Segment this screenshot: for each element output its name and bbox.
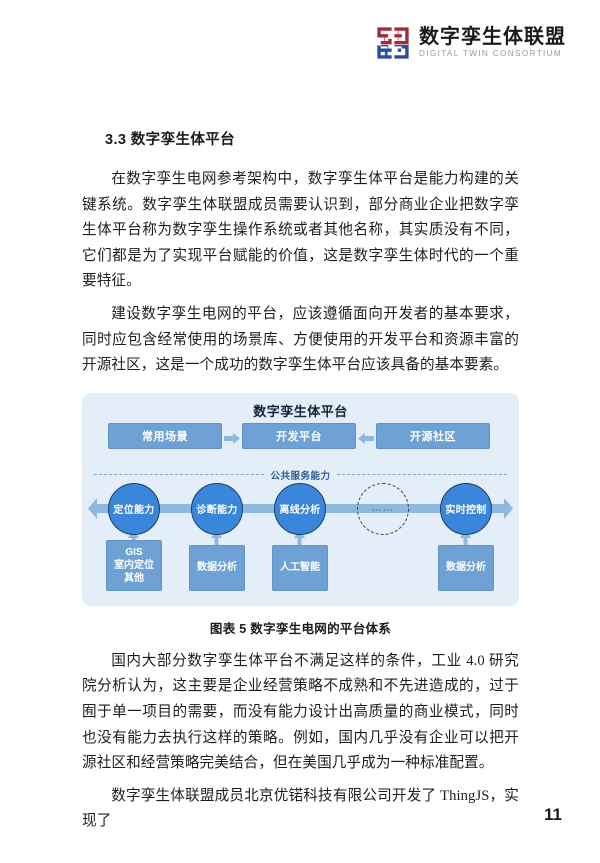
diagram-box-dev-platform[interactable]: 开发平台	[242, 422, 356, 449]
body-paragraph: 建设数字孪生电网的平台，应该遵循面向开发者的基本要求，同时应包含经常使用的场景库…	[82, 305, 519, 374]
diagram-circle-realtime-control[interactable]: 实时控制	[440, 482, 492, 535]
page-number: 11	[544, 805, 562, 824]
page-title: 3.3 数字孪生体平台	[105, 132, 236, 148]
arrow-right-icon	[224, 431, 240, 444]
brand-lockup: 数字孪生体联盟 DIGITAL TWIN CONSORTIUM	[419, 27, 566, 58]
body-paragraph: 在数字孪生电网参考架构中，数字孪生体平台是能力构建的关键系统。数字孪生体联盟成员…	[82, 171, 519, 290]
platform-architecture-diagram: 数字孪生体平台 常用场景 开发平台 开源社区 公共服务能力	[82, 392, 519, 606]
brand-name-cn: 数字孪生体联盟	[419, 26, 566, 49]
diagram-divider: 公共服务能力	[94, 468, 507, 482]
brand-name-en: DIGITAL TWIN CONSORTIUM	[419, 49, 563, 59]
document-header: 数字孪生体联盟 DIGITAL TWIN CONSORTIUM	[376, 26, 566, 60]
arrow-left-icon	[88, 497, 106, 519]
arrow-up-icon	[294, 528, 305, 553]
arrow-up-icon	[460, 528, 471, 553]
document-content: 3.3 数字孪生体平台 在数字孪生电网参考架构中，数字孪生体平台是能力构建的关键…	[82, 128, 519, 842]
diagram-circle-diagnostics[interactable]: 诊断能力	[191, 482, 243, 535]
diagram-box-data-analysis-2[interactable]: 数据分析	[438, 544, 494, 591]
arrow-right-icon	[495, 497, 513, 519]
digital-twin-consortium-logo-icon	[376, 26, 410, 60]
arrow-up-icon	[211, 528, 222, 553]
diagram-circle-positioning[interactable]: 定位能力	[108, 482, 160, 535]
diagram-box-gis-label: GIS 室内定位 其他	[114, 546, 154, 584]
body-paragraph: 数字孪生体联盟成员北京优锘科技有限公司开发了 ThingJS，实现了	[82, 787, 519, 830]
divider-line-left	[94, 473, 264, 475]
diagram-box-gis[interactable]: GIS 室内定位 其他	[106, 539, 162, 591]
divider-line-right	[337, 473, 507, 475]
diagram-box-scenarios[interactable]: 常用场景	[108, 422, 222, 449]
diagram-title: 数字孪生体平台	[253, 403, 348, 419]
diagram-box-data-analysis-1[interactable]: 数据分析	[189, 544, 245, 591]
diagram-circle-placeholder[interactable]: ……	[357, 482, 409, 535]
diagram-box-ai[interactable]: 人工智能	[272, 544, 328, 591]
figure-caption: 图表 5 数字孪生电网的平台体系	[209, 621, 392, 636]
arrow-left-icon	[358, 431, 374, 444]
divider-label-public-service: 公共服务能力	[270, 470, 331, 482]
body-paragraph: 国内大部分数字孪生体平台不满足这样的条件，工业 4.0 研究院分析认为，这主要是…	[82, 652, 519, 772]
diagram-circle-offline-analysis[interactable]: 离线分析	[274, 482, 326, 535]
figure-block: 数字孪生体平台 常用场景 开发平台 开源社区 公共服务能力	[82, 392, 519, 637]
diagram-box-open-source-community[interactable]: 开源社区	[376, 422, 490, 449]
